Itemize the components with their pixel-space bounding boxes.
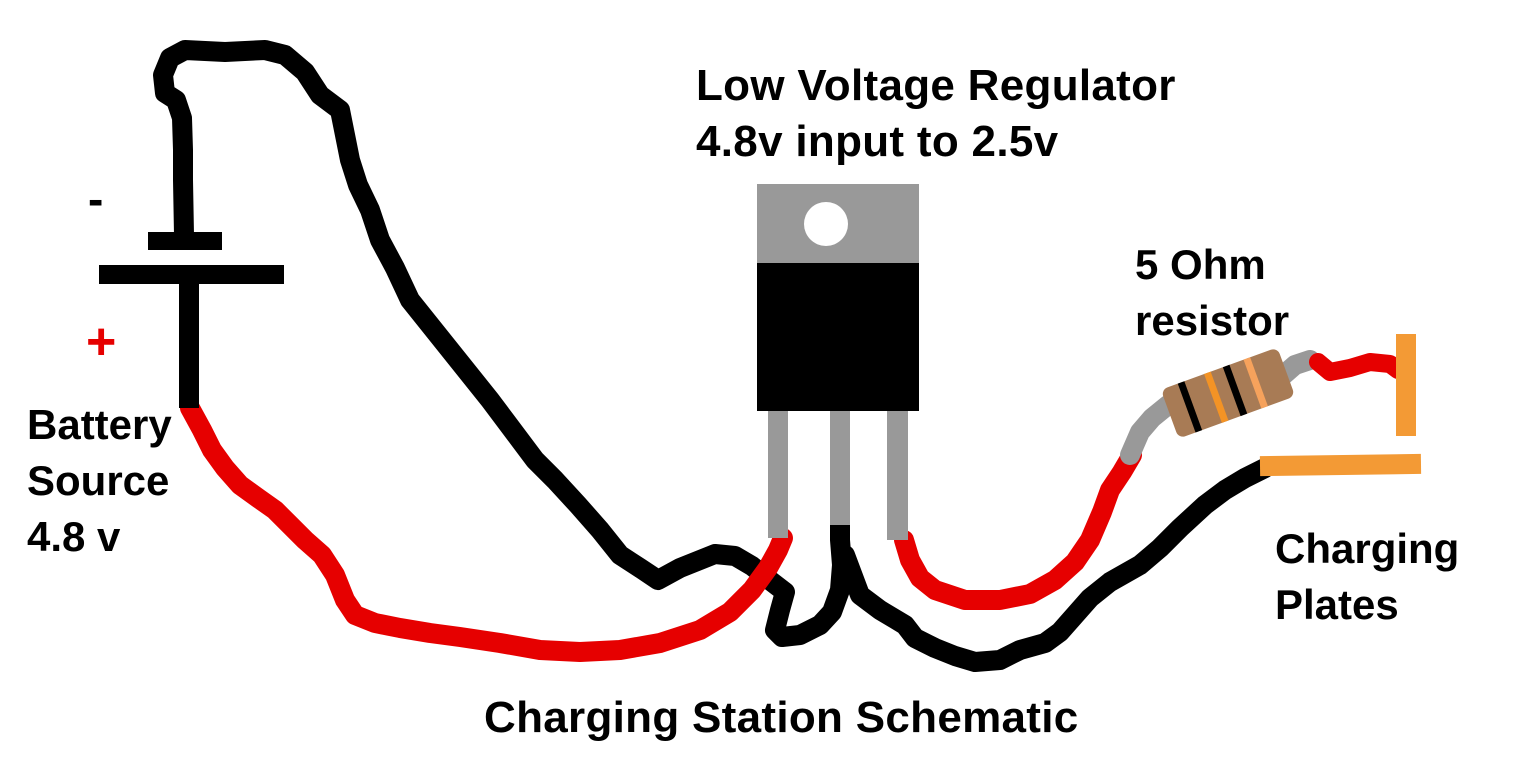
resistor-band-1	[1177, 381, 1203, 433]
resistor-band-4	[1243, 357, 1268, 409]
regulator-mounting-hole	[804, 202, 848, 246]
regulator-label: Low Voltage Regulator 4.8v input to 2.5v	[696, 58, 1176, 170]
regulator-label-line-1: Low Voltage Regulator	[696, 61, 1176, 110]
resistor-label: 5 Ohm resistor	[1135, 237, 1289, 349]
regulator-label-line-2: 4.8v input to 2.5v	[696, 117, 1059, 166]
battery-positive-sign: +	[86, 313, 117, 371]
negative-wire-battery-to-regulator	[153, 40, 852, 647]
battery-positive-plate	[99, 265, 284, 284]
resistor	[1120, 349, 1407, 465]
resistor-left-lead	[1120, 395, 1178, 465]
battery-negative-plate	[148, 232, 222, 250]
positive-wire-battery-to-regulator	[180, 398, 793, 662]
charging-plate-top	[1396, 334, 1416, 436]
resistor-label-line-1: 5 Ohm	[1135, 241, 1266, 288]
resistor-label-line-2: resistor	[1135, 297, 1290, 344]
resistor-band-2	[1204, 371, 1229, 423]
battery-label: Battery Source 4.8 v	[27, 397, 172, 565]
resistor-band-3	[1222, 364, 1248, 417]
diagram-title: Charging Station Schematic	[484, 693, 1079, 742]
charging-plate-bottom	[1259, 453, 1422, 477]
regulator-left-lead	[768, 410, 788, 538]
positive-wire-resistor-to-plate	[1309, 353, 1407, 381]
resistor-body	[1162, 349, 1294, 437]
battery-label-line-1: Battery	[27, 401, 172, 448]
battery-label-line-2: Source	[27, 457, 170, 504]
voltage-regulator	[757, 184, 919, 540]
battery-label-line-3: 4.8 v	[27, 513, 121, 560]
charging-plates-label-line-1: Charging	[1275, 525, 1460, 572]
positive-wire-regulator-to-resistor	[894, 445, 1142, 610]
charging-plates-label-line-2: Plates	[1275, 581, 1399, 628]
regulator-middle-lead	[830, 410, 850, 525]
charging-plates-label: Charging Plates	[1275, 521, 1459, 633]
regulator-body	[757, 263, 919, 411]
battery-positive-lead	[179, 282, 199, 408]
battery-negative-sign: -	[88, 173, 104, 225]
negative-wire-regulator-to-plate	[835, 458, 1275, 672]
regulator-right-lead	[887, 410, 908, 540]
